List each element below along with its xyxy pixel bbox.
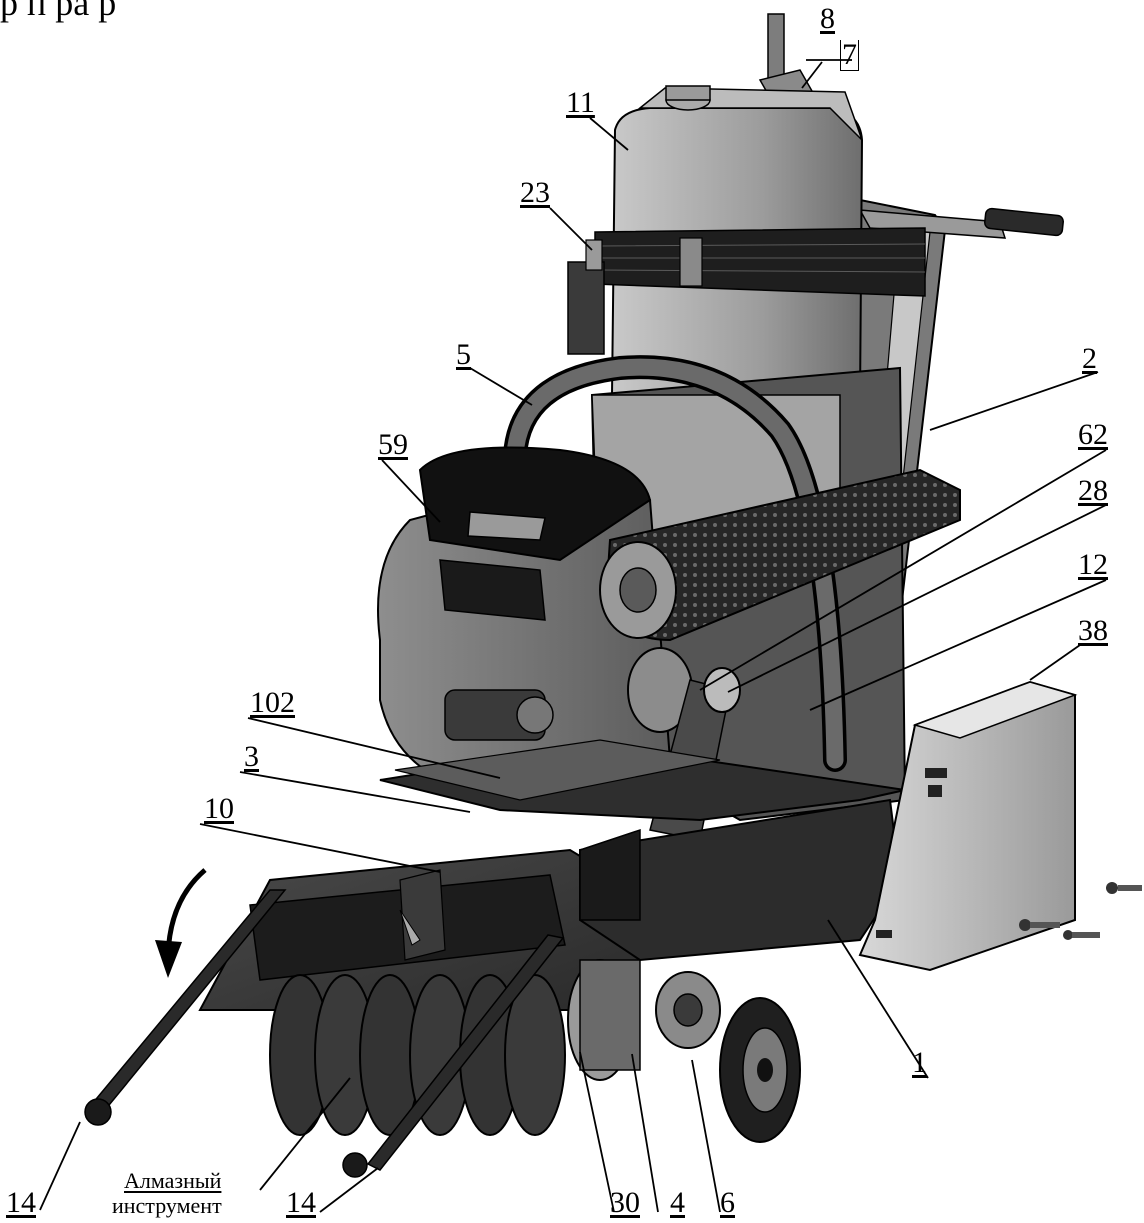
diamond-tool-label-line1: Алмазный (124, 1168, 222, 1193)
rear-wheel (719, 997, 801, 1143)
callout-62: 62 (1078, 418, 1108, 451)
air-filter (599, 468, 961, 642)
callout-30: 30 (610, 1186, 640, 1219)
callout-59: 59 (378, 428, 408, 461)
callout-3: 3 (244, 740, 259, 773)
callout-11: 11 (566, 86, 595, 119)
callout-4: 4 (670, 1186, 685, 1219)
header-fragment: р п ра р (0, 0, 117, 23)
diamond-blades (269, 974, 566, 1136)
belt-drive-lower (567, 959, 721, 1081)
callout-23: 23 (520, 176, 550, 209)
callout-2: 2 (1082, 342, 1097, 375)
guide-arms (84, 889, 565, 1178)
callout-14-right: 14 (286, 1186, 316, 1219)
water-tank (594, 85, 926, 419)
callout-28: 28 (1078, 474, 1108, 507)
leader-lines (39, 59, 1107, 1213)
callout-12: 12 (1078, 548, 1108, 581)
callout-8: 8 (820, 2, 835, 35)
callout-7: 7 (840, 38, 859, 71)
callout-5: 5 (456, 338, 471, 371)
callout-102: 102 (250, 686, 295, 719)
callout-1: 1 (912, 1046, 927, 1079)
diamond-tool-label-line2: инструмент (112, 1193, 222, 1218)
callout-38: 38 (1078, 614, 1108, 647)
callout-14-left: 14 (6, 1186, 36, 1219)
callout-10: 10 (204, 792, 234, 825)
loose-bolts (1019, 882, 1142, 940)
engine (377, 446, 672, 792)
callout-6: 6 (720, 1186, 735, 1219)
control-box (858, 680, 1078, 972)
water-valve (567, 239, 605, 355)
